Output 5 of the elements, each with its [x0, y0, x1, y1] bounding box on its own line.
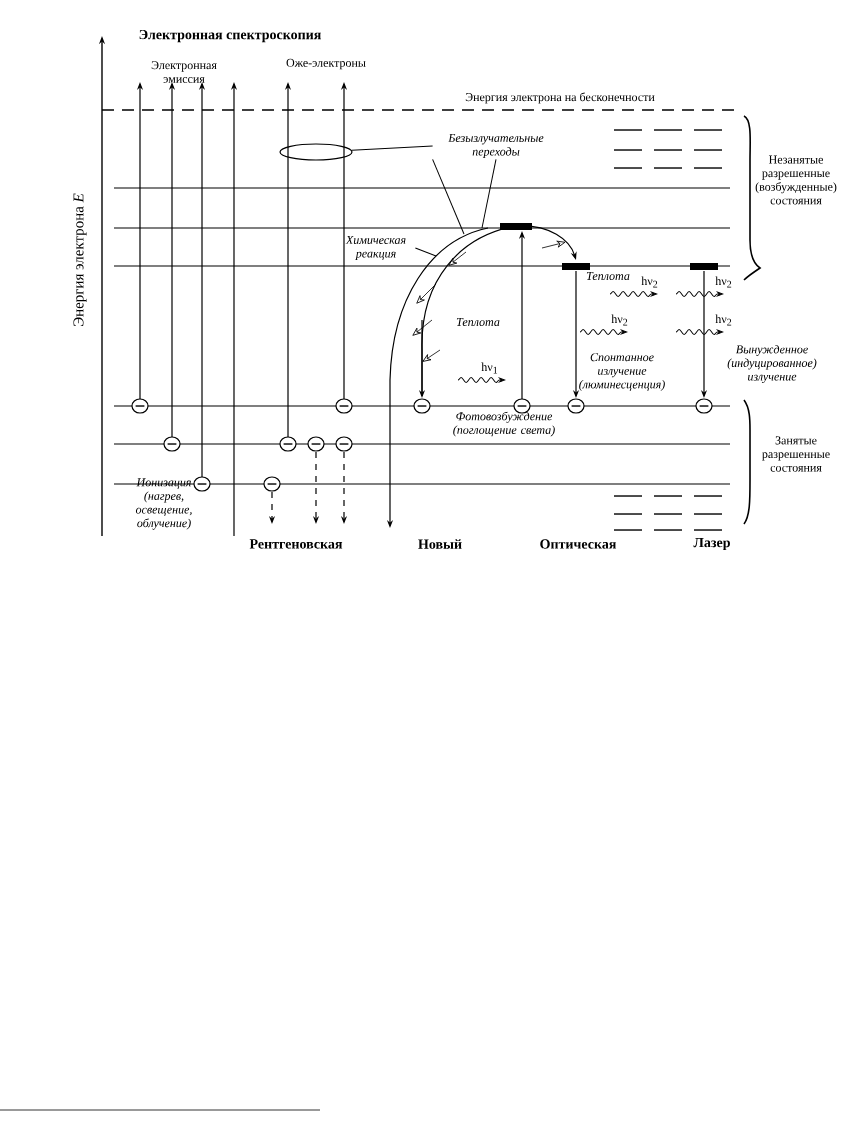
- leader-line: [481, 158, 497, 229]
- leader-line: [414, 247, 437, 257]
- ellipse: [279, 143, 353, 161]
- leader-line: [351, 145, 434, 151]
- leader-line: [432, 158, 465, 235]
